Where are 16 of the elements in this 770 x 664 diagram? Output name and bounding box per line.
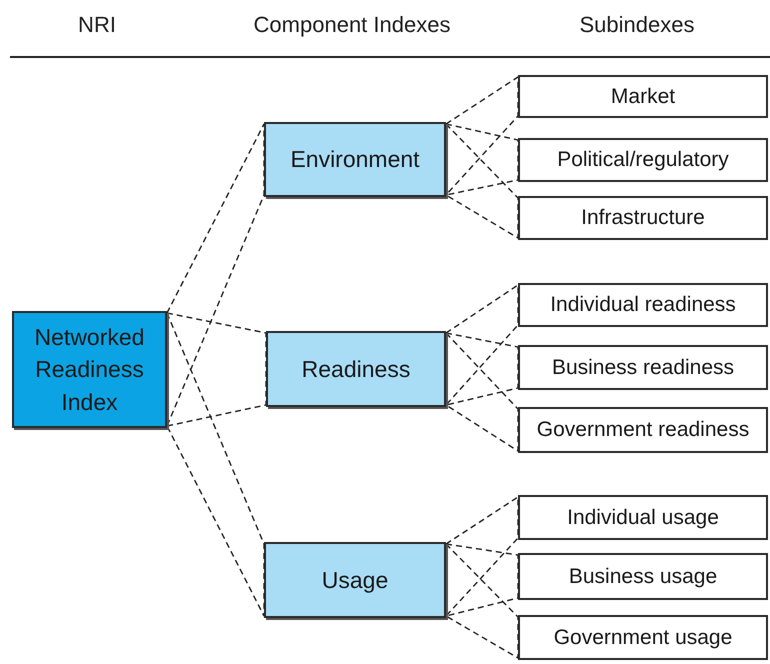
index-box: Networked Readiness Index bbox=[12, 311, 167, 428]
component-box: Usage bbox=[264, 542, 446, 618]
subindex-box: Individual usage bbox=[518, 495, 768, 540]
subindex-box: Market bbox=[518, 75, 768, 118]
subindex-box: Government readiness bbox=[518, 407, 768, 453]
subindex-box: Political/regulatory bbox=[518, 138, 768, 182]
subindex-box: Infrastructure bbox=[518, 196, 768, 240]
column-heading: Subindexes bbox=[580, 12, 694, 38]
subindex-box: Business usage bbox=[518, 553, 768, 600]
column-heading: Component Indexes bbox=[254, 12, 450, 38]
subindex-box: Business readiness bbox=[518, 345, 768, 390]
component-box: Readiness bbox=[266, 331, 446, 407]
subindex-box: Government usage bbox=[518, 615, 768, 660]
column-heading: NRI bbox=[78, 12, 116, 38]
component-box: Environment bbox=[264, 122, 446, 197]
subindex-box: Individual readiness bbox=[518, 283, 768, 327]
